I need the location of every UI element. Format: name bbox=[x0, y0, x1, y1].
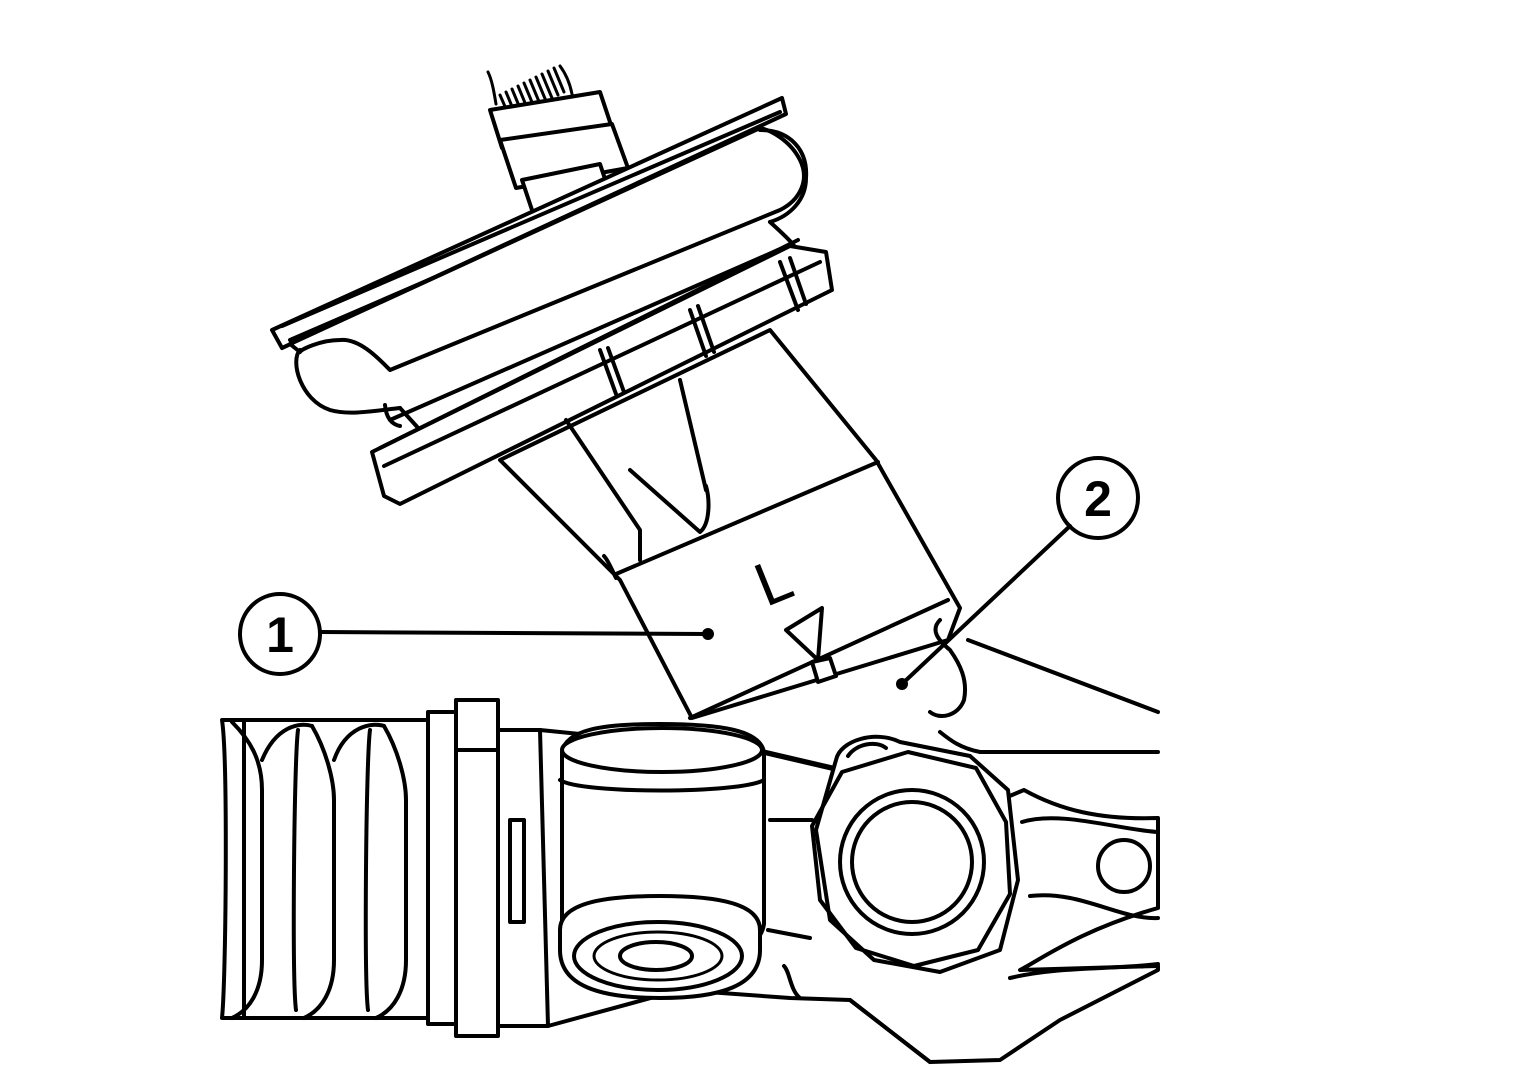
callout-2: 2 bbox=[896, 456, 1140, 690]
pinion-shaft bbox=[486, 64, 630, 218]
boot-clamp bbox=[426, 698, 552, 1038]
callout-2-label: 2 bbox=[1084, 471, 1112, 527]
callout-1: 1 bbox=[238, 592, 714, 676]
mounting-flange bbox=[370, 238, 834, 506]
lock-nut bbox=[810, 734, 1020, 974]
rack-boot bbox=[220, 718, 432, 1020]
callout-1-label: 1 bbox=[266, 607, 294, 663]
pinion-housing bbox=[498, 328, 1160, 754]
adjuster-plug bbox=[558, 722, 766, 1000]
dust-boot bbox=[270, 96, 809, 432]
triangle-mark-icon bbox=[784, 606, 824, 662]
